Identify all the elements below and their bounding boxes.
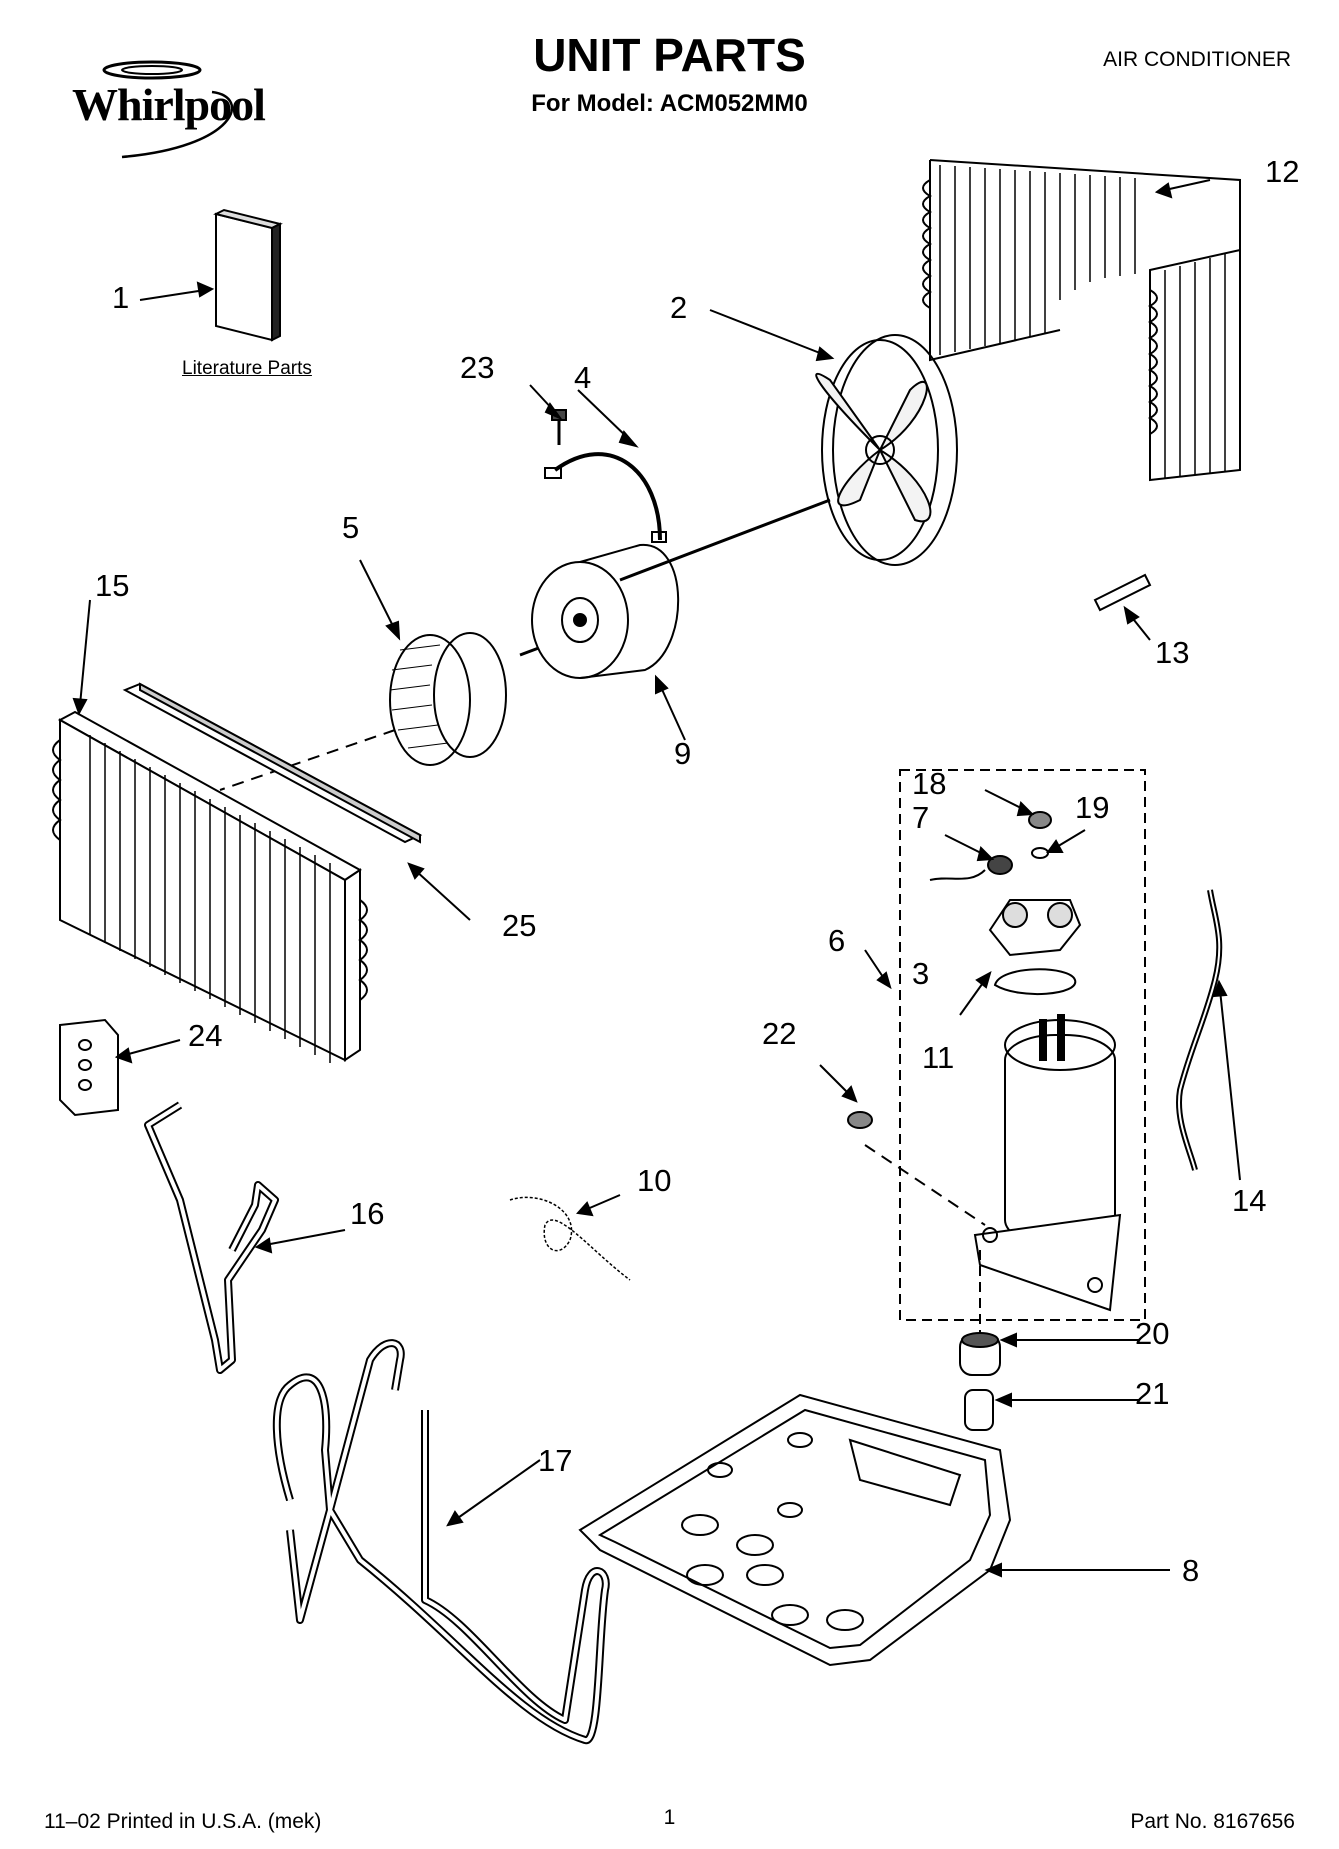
callout-18: 18 [912,766,947,801]
condenser-coil [922,159,1241,482]
brand-wordmark: Whirlpool [72,79,266,130]
fan-motor [531,543,680,679]
blower-wheel [389,632,507,766]
base-pan [578,1393,1012,1667]
terminal-cover [988,899,1082,957]
callout-7: 7 [912,800,930,835]
literature-book [213,208,283,342]
condenser-fan-blade [815,334,958,566]
page-number: 1 [663,1806,676,1829]
whirlpool-logo [102,60,234,159]
compressor-group-box [899,769,1146,1321]
model-subtitle: For Model: ACM052MM0 [531,90,808,117]
callout-15: 15 [95,568,130,603]
callout-12: 12 [1265,154,1300,189]
compressor [973,1014,1122,1312]
callout-2: 2 [670,290,688,325]
callout-16: 16 [350,1196,385,1231]
callout-5: 5 [342,510,360,545]
grommet-sleeve [964,1389,994,1431]
callout-17: 17 [538,1443,573,1478]
category-label: AIR CONDITIONER [1103,48,1291,71]
callout-3: 3 [912,956,930,991]
part-number: Part No. 8167656 [1130,1810,1295,1833]
wire-tie [509,1196,631,1281]
discharge-tube [272,1339,610,1744]
coil-plug [1093,573,1152,612]
evaporator-bracket [122,682,423,844]
callout-1: 1 [112,280,130,315]
callout-22: 22 [762,1016,797,1051]
literature-parts-label: Literature Parts [182,358,312,379]
callout-25: 25 [502,908,537,943]
compressor-grommet [959,1332,1001,1376]
callout-10: 10 [637,1163,672,1198]
callout-23: 23 [460,350,495,385]
callout-8: 8 [1182,1553,1200,1588]
callout-11: 11 [922,1040,955,1075]
callout-6: 6 [828,923,846,958]
terminal-block [59,1018,119,1117]
motor-strap [544,452,667,543]
callout-9: 9 [674,736,692,771]
callout-20: 20 [1135,1316,1170,1351]
callout-24: 24 [188,1018,223,1053]
callout-13: 13 [1155,635,1190,670]
callout-19: 19 [1075,790,1110,825]
callout-14: 14 [1232,1183,1267,1218]
page-title: UNIT PARTS [533,29,806,81]
print-info: 11–02 Printed in U.S.A. (mek) [44,1810,322,1833]
callout-4: 4 [574,360,592,395]
evaporator-coil [52,710,368,1063]
callout-21: 21 [1135,1376,1170,1411]
